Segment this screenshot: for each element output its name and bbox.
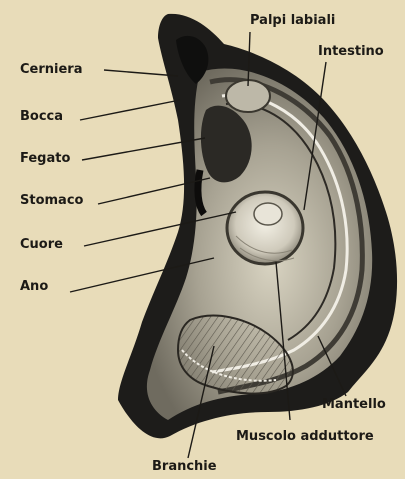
label-heart: Cuore	[20, 237, 63, 252]
label-labial-palps: Palpi labiali	[250, 13, 335, 28]
label-adductor-muscle: Muscolo adduttore	[236, 429, 374, 444]
label-hinge: Cerniera	[20, 62, 82, 77]
label-gills: Branchie	[152, 459, 217, 474]
label-intestine: Intestino	[318, 44, 384, 59]
heart	[254, 203, 282, 225]
label-mouth: Bocca	[20, 109, 63, 124]
label-stomach: Stomaco	[20, 193, 84, 208]
leader-mouth	[80, 100, 180, 120]
label-mantle: Mantello	[322, 397, 386, 412]
label-anus: Ano	[20, 279, 48, 294]
label-liver: Fegato	[20, 151, 70, 166]
